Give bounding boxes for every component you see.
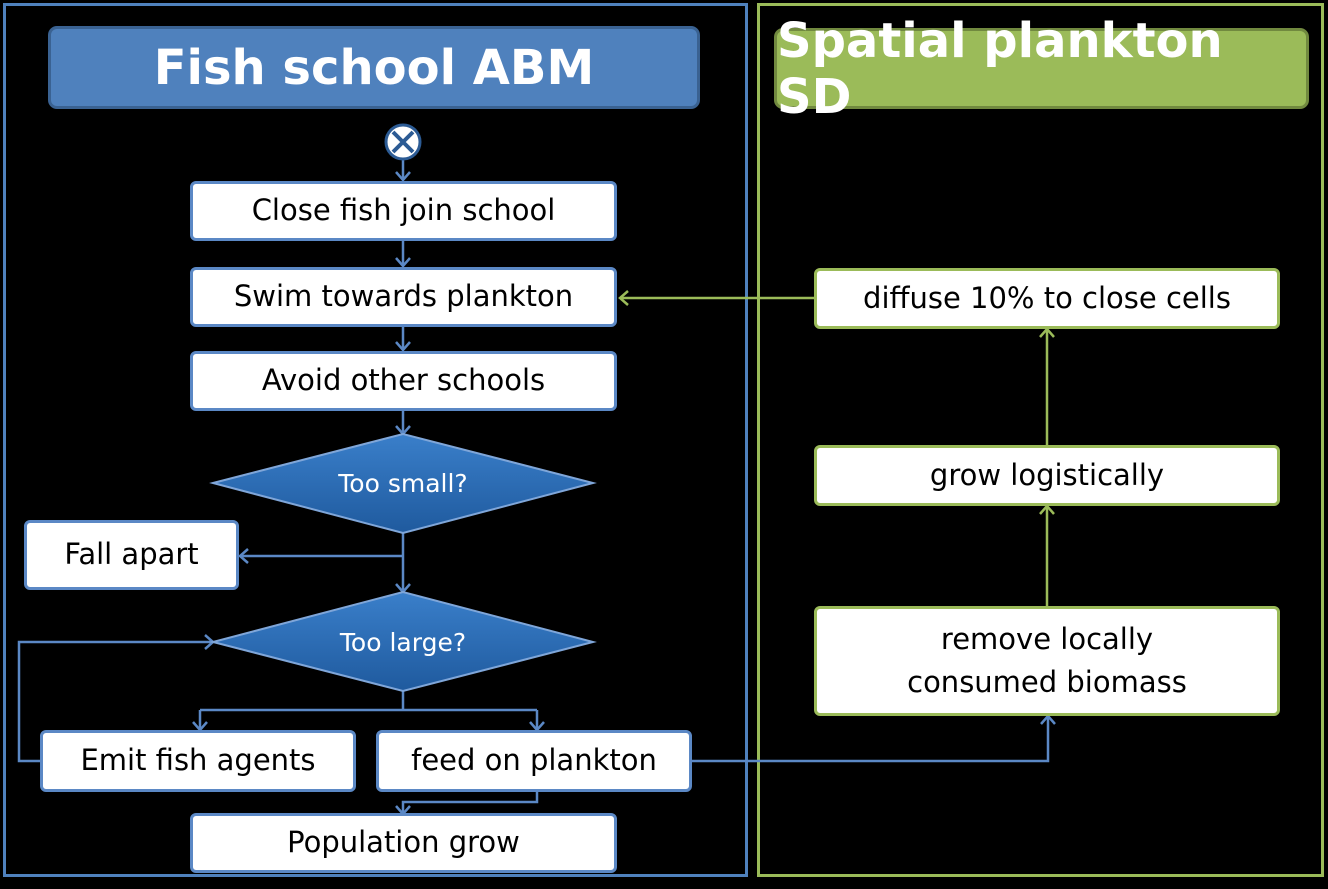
feed-to-grow-arrow	[401, 790, 539, 814]
swim-to-avoid-arrowhead	[395, 341, 411, 352]
small-to-fall-arrowhead	[238, 548, 249, 564]
emit-loop-arrow	[17, 640, 213, 763]
feed-text: feed on plankton	[411, 743, 657, 778]
fall-apart-node: Fall apart	[24, 520, 239, 590]
remove-to-grow-arrowhead	[1039, 504, 1055, 515]
sd-connectors	[618, 290, 1055, 606]
fall-apart-text: Fall apart	[64, 537, 199, 572]
too-large-text: Too large?	[339, 627, 467, 657]
abm-connectors	[17, 160, 1056, 816]
population-grow-node: Population grow	[190, 813, 617, 873]
too-small-diamond	[209, 432, 597, 535]
feed-to-remove-arrow	[690, 716, 1050, 763]
avoid-text: Avoid other schools	[261, 363, 546, 398]
fish-school-panel	[3, 3, 748, 877]
remove-consumed-biomass-node: remove locally consumed biomass	[814, 606, 1280, 716]
fish-school-title: Fish school ABM	[48, 26, 700, 109]
too-large-diamond	[209, 590, 597, 693]
start-to-join-arrowhead	[395, 171, 411, 182]
diffuse-text: diffuse 10% to close cells	[863, 280, 1231, 315]
too-small-label: Too small?	[213, 460, 593, 506]
swim-towards-plankton-node: Swim towards plankton	[190, 267, 617, 327]
swim-text: Swim towards plankton	[233, 279, 574, 314]
plankton-title: Spatial plankton SD	[774, 13, 1309, 125]
diffuse-node: diffuse 10% to close cells	[814, 268, 1280, 329]
emit-fish-agents-node: Emit fish agents	[40, 730, 356, 792]
join-to-swim-arrowhead	[395, 257, 411, 268]
grow-logistically-node: grow logistically	[814, 445, 1280, 506]
start-circle-x-icon	[384, 123, 422, 161]
emit-text: Emit fish agents	[80, 743, 316, 778]
avoid-other-schools-node: Avoid other schools	[190, 351, 617, 411]
grow-to-diffuse-arrowhead	[1039, 327, 1055, 338]
large-split-arrow	[198, 691, 539, 730]
population-grow-text: Population grow	[287, 825, 520, 860]
fish-school-title-text: Fish school ABM	[153, 39, 595, 96]
feed-to-remove-arrowhead	[1040, 714, 1056, 725]
diffuse-to-swim-arrowhead	[618, 290, 629, 306]
remove-text-line1: remove locally	[940, 621, 1154, 656]
plankton-panel	[757, 3, 1324, 877]
plankton-title-text: Spatial plankton SD	[777, 12, 1223, 125]
remove-text-line2: consumed biomass	[907, 665, 1187, 699]
too-small-text: Too small?	[338, 468, 468, 498]
grow-logistically-text: grow logistically	[929, 457, 1165, 492]
join-text: Close fish join school	[251, 193, 556, 228]
close-fish-join-school-node: Close fish join school	[190, 181, 617, 241]
too-large-label: Too large?	[213, 619, 593, 665]
feed-on-plankton-node: feed on plankton	[376, 730, 692, 792]
